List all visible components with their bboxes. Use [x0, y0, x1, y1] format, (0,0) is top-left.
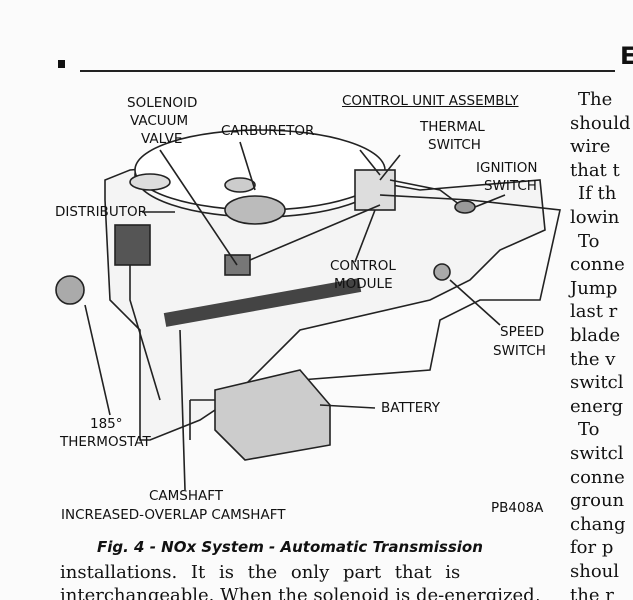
right-column-line: last r	[570, 301, 618, 323]
right-column-line: conne	[570, 466, 625, 488]
label-temp: 185°	[90, 416, 123, 432]
right-column-line: The	[578, 89, 613, 110]
right-column-line: for p	[570, 537, 614, 559]
right-column-line: that t	[570, 159, 620, 181]
label-control-unit-assembly: CONTROL UNIT ASSEMBLY	[342, 93, 519, 109]
header-rule	[80, 70, 615, 72]
body-line: interchangeable. When the solenoid is de…	[60, 585, 541, 600]
label-ignition-switch: SWITCH	[484, 178, 537, 194]
right-column-line: blade	[570, 325, 621, 346]
right-column-line: Jump	[570, 277, 618, 299]
label-thermal: THERMAL	[420, 119, 485, 135]
label-speed-switch: SWITCH	[493, 343, 546, 359]
label-distributor: DISTRIBUTOR	[55, 204, 147, 220]
label-valve: VALVE	[141, 131, 183, 147]
right-column-line: shoul	[570, 561, 620, 582]
nox-system-diagram	[55, 129, 561, 491]
label-control: CONTROL	[330, 258, 396, 274]
label-vacuum: VACUUM	[130, 113, 189, 129]
right-column-line: wire	[570, 136, 611, 158]
right-column-line: the v	[570, 348, 616, 370]
label-camshaft: CAMSHAFT	[149, 488, 224, 504]
label-increased-overlap: INCREASED-OVERLAP CAMSHAFT	[61, 507, 286, 523]
right-column-line: the r	[570, 584, 614, 600]
label-module: MODULE	[334, 276, 393, 292]
right-column-line: chang	[570, 513, 626, 535]
figure-ref: PB408A	[491, 500, 544, 516]
label-thermostat: THERMOSTAT	[60, 434, 151, 450]
label-solenoid: SOLENOID	[127, 95, 198, 111]
label-carburetor: CARBURETOR	[221, 123, 315, 139]
right-column-line: To	[578, 230, 600, 252]
right-column-line: switcl	[570, 443, 624, 464]
label-battery: BATTERY	[381, 400, 440, 416]
label-speed: SPEED	[500, 324, 545, 340]
figure-caption: Fig. 4 - NOx System - Automatic Transmis…	[97, 538, 483, 556]
right-column-line: groun	[570, 490, 625, 512]
right-column-line: should	[570, 112, 631, 134]
label-ignition: IGNITION	[476, 160, 538, 176]
label-thermal-switch: SWITCH	[428, 137, 481, 153]
section-letter: E	[620, 42, 633, 70]
bullet-mark	[58, 60, 65, 68]
right-column-line: lowin	[570, 207, 620, 228]
right-column-line: energ	[570, 395, 624, 417]
right-column-line: To	[578, 419, 600, 441]
body-line: installations. It is the only part that …	[60, 562, 461, 583]
right-column-line: If th	[578, 183, 617, 205]
right-column-line: conne	[570, 254, 625, 276]
right-column-line: switcl	[570, 372, 624, 394]
